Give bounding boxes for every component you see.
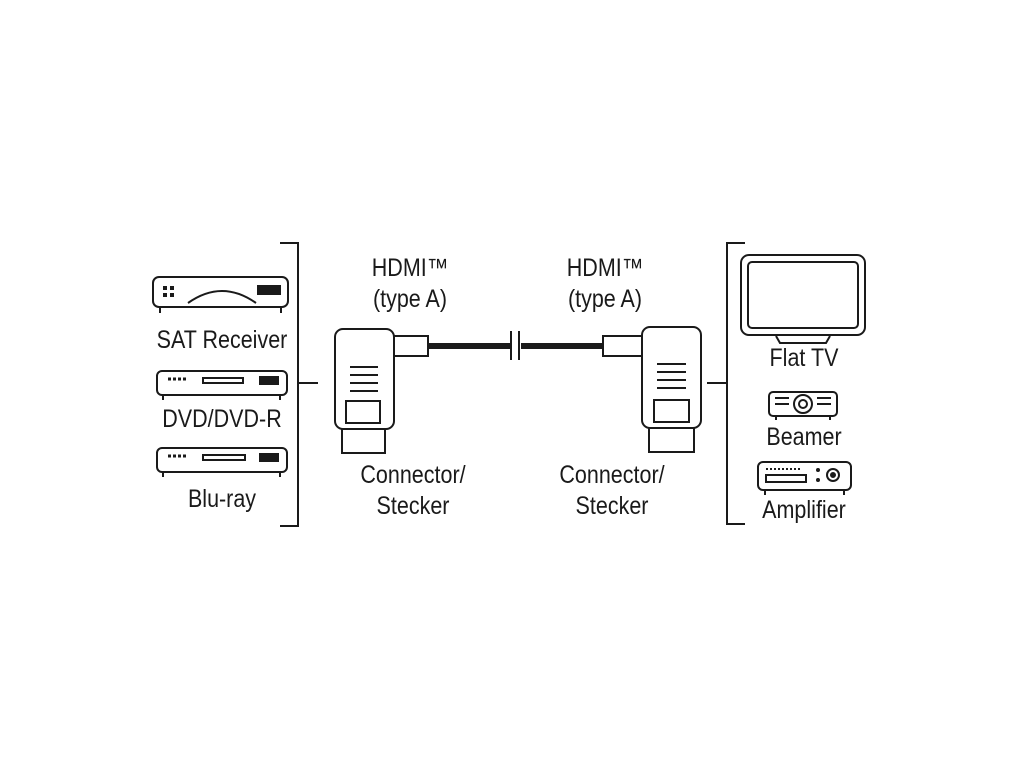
bluray-player-icon	[156, 447, 288, 477]
left-bracket	[280, 242, 299, 527]
amplifier-label: Amplifier	[762, 496, 846, 524]
sat-receiver-icon	[152, 276, 289, 313]
left-hdmi-connector-icon	[334, 328, 429, 454]
right-hdmi-connector-icon	[602, 326, 702, 453]
right-connector-type-line2: (type A)	[567, 285, 643, 313]
bluray-label: Blu-ray	[187, 485, 257, 513]
left-connector-caption-line2: Stecker	[376, 492, 450, 520]
right-connector-caption-line1: Connector/	[559, 461, 665, 489]
right-bracket	[726, 242, 745, 525]
dvd-label: DVD/DVD-R	[162, 405, 282, 433]
left-connector-caption-line1: Connector/	[360, 461, 466, 489]
dvd-player-icon	[156, 370, 288, 400]
left-connector-type-line1: HDMI™	[371, 254, 449, 282]
right-connector-type-label: HDMI™ (type A)	[535, 253, 675, 315]
right-connector-type-line1: HDMI™	[566, 254, 644, 282]
sat-receiver-label: SAT Receiver	[156, 326, 288, 354]
right-connector-caption: Connector/ Stecker	[532, 460, 692, 522]
beamer-label: Beamer	[766, 423, 842, 451]
flat-tv-icon	[740, 254, 866, 344]
left-connector-type-line2: (type A)	[372, 285, 448, 313]
beamer-icon	[768, 391, 838, 420]
amplifier-icon	[757, 461, 852, 495]
flat-tv-label: Flat TV	[769, 344, 839, 372]
right-connector-caption-line2: Stecker	[575, 492, 649, 520]
left-connector-caption: Connector/ Stecker	[333, 460, 493, 522]
left-connector-type-label: HDMI™ (type A)	[340, 253, 480, 315]
hdmi-cable	[428, 331, 603, 360]
